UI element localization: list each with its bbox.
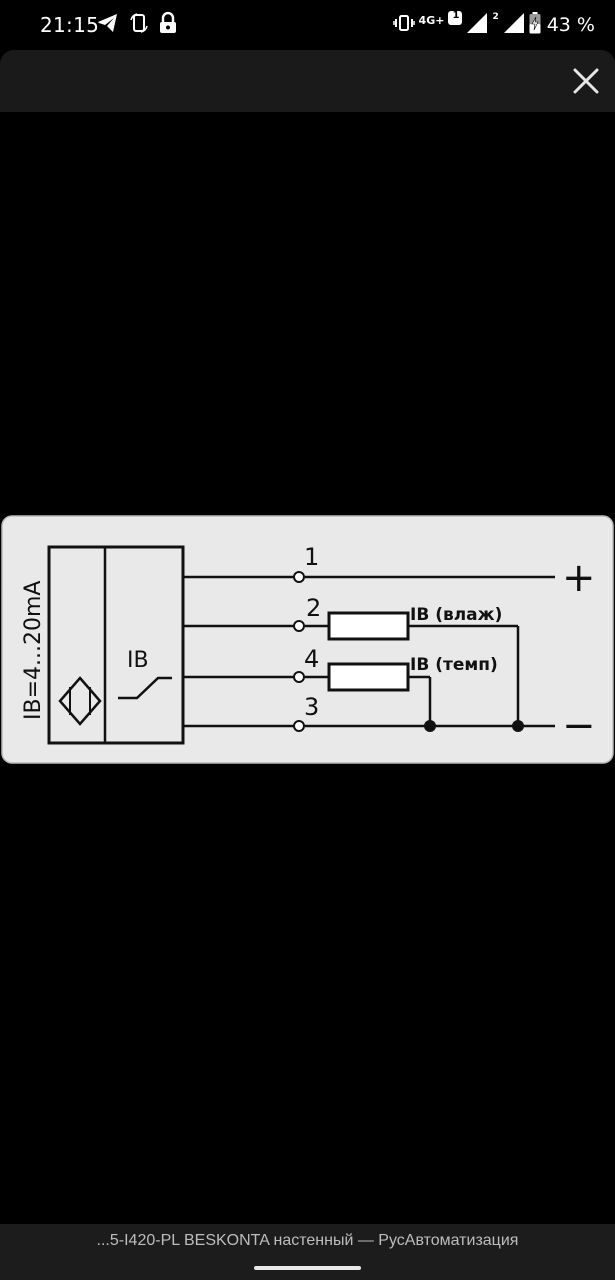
viewer-toolbar <box>0 50 615 112</box>
diagram-image[interactable]: IB IB=4...20mA 1 2 4 3 <box>0 515 615 765</box>
sim2-badge: 2 <box>492 12 499 22</box>
signal-icon <box>466 12 488 38</box>
vibrate-icon <box>392 14 415 36</box>
terminal-1 <box>293 571 305 583</box>
portrait-rotate-icon <box>129 12 149 38</box>
sim1-badge: 1 <box>452 9 460 21</box>
close-button[interactable] <box>569 64 603 98</box>
signal-icon-2 <box>503 12 525 38</box>
caption-text[interactable]: ...5-I420-PL BESKONTA настенный — РусАвт… <box>96 1232 519 1249</box>
output-humidity-label: IB (влаж) <box>410 605 502 625</box>
home-indicator[interactable] <box>254 1266 361 1270</box>
caption-bar: ...5-I420-PL BESKONTA настенный — РусАвт… <box>0 1224 615 1280</box>
terminal-3-label: 3 <box>304 693 319 721</box>
terminal-4 <box>293 671 305 683</box>
output-temperature-label: IB (темп) <box>410 655 498 675</box>
battery-charging-icon <box>529 12 541 38</box>
status-bar: 21:15 4G+ 1 2 43 % <box>0 0 615 50</box>
terminal-1-label: 1 <box>304 543 319 571</box>
status-left-icons <box>97 11 177 38</box>
current-range-label: IB=4...20mA <box>21 581 46 720</box>
resistor-humidity <box>327 611 410 641</box>
minus-sign: − <box>562 703 596 749</box>
sim1-badge-icon: 1 <box>448 9 463 29</box>
sensor-body <box>47 545 185 745</box>
wires <box>183 575 555 728</box>
switch-label: IB <box>127 648 149 673</box>
telegram-icon <box>97 13 119 37</box>
close-icon <box>573 68 599 94</box>
terminal-2-label: 2 <box>306 594 321 622</box>
switch-symbol <box>118 676 172 700</box>
terminal-4-label: 4 <box>304 645 319 673</box>
terminals <box>293 571 305 732</box>
wiring-diagram: IB IB=4...20mA 1 2 4 3 <box>1 515 614 764</box>
junction-dot-humidity <box>512 720 524 732</box>
lock-icon <box>159 11 177 38</box>
terminal-3 <box>293 720 305 732</box>
status-time: 21:15 <box>40 13 100 37</box>
terminal-2 <box>293 620 305 632</box>
resistor-temperature <box>327 662 410 692</box>
status-right-icons: 4G+ 1 2 43 % <box>392 9 595 40</box>
plus-sign: + <box>562 555 596 601</box>
junction-dot-temp <box>424 720 436 732</box>
battery-percent: 43 % <box>546 14 595 36</box>
sensing-element-icon <box>58 676 102 726</box>
network-type: 4G+ <box>418 13 445 27</box>
